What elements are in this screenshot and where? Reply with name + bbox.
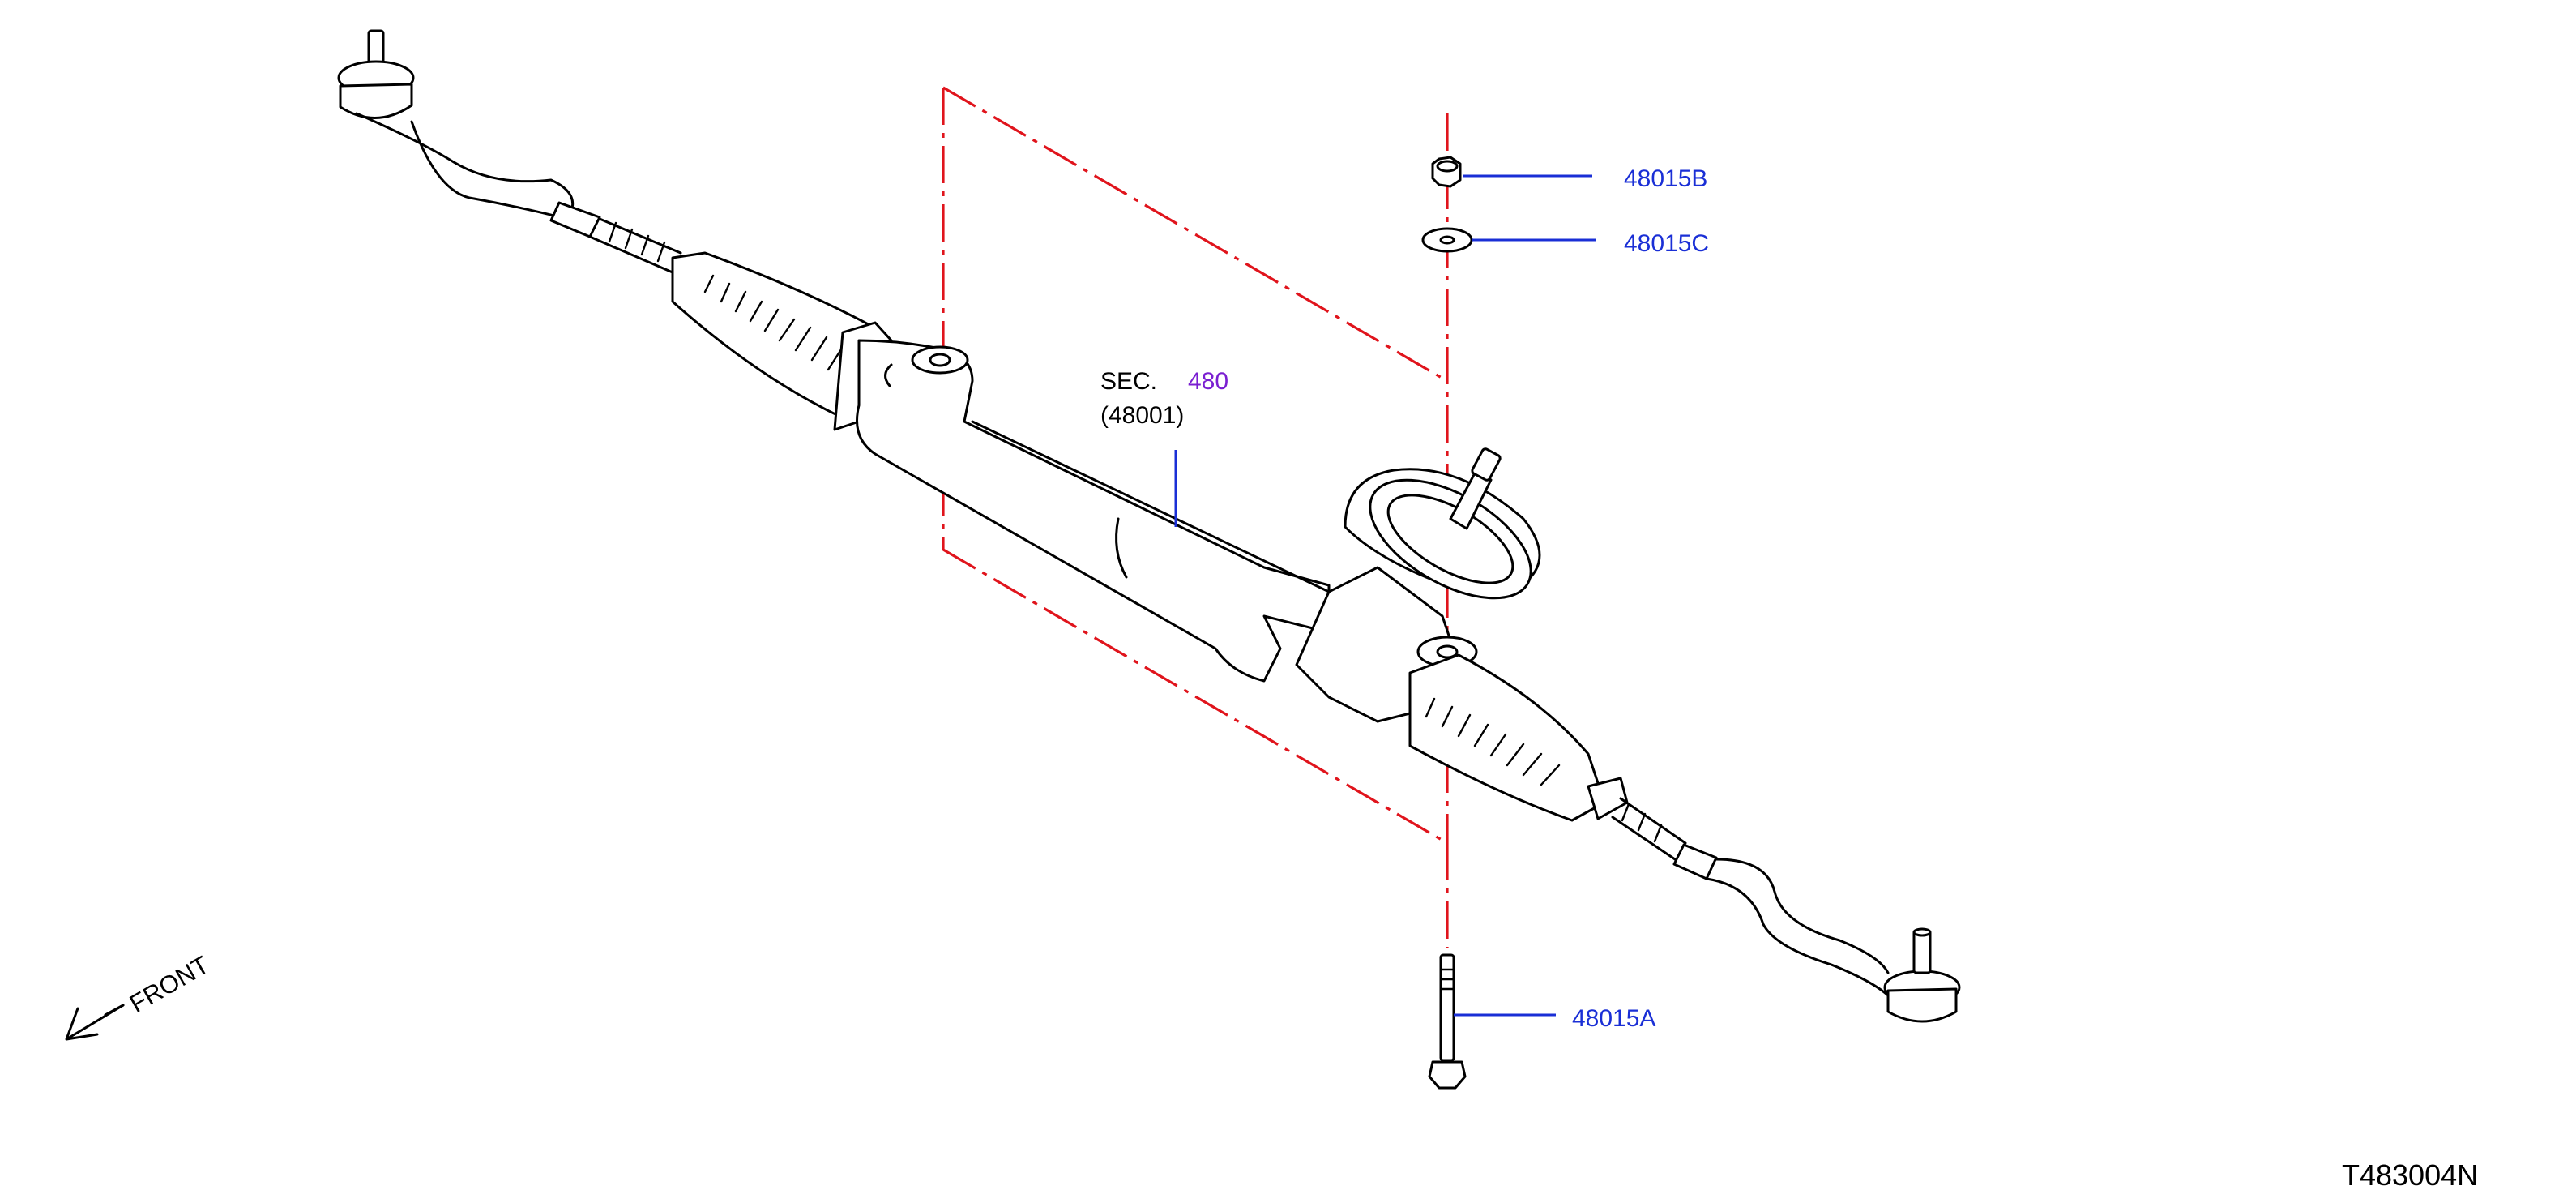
rack-housing: [856, 339, 1331, 683]
nut-48015b: [1431, 156, 1462, 188]
part-label-48015b[interactable]: 48015B: [1624, 165, 1707, 192]
section-prefix: SEC.: [1100, 368, 1157, 395]
part-label-48015a[interactable]: 48015A: [1572, 1005, 1655, 1032]
left-tie-rod-end: [337, 29, 682, 274]
bolt-48015a: [1428, 953, 1467, 1090]
front-direction-arrow: FRONT: [65, 950, 214, 1041]
part-label-48015c[interactable]: 48015C: [1624, 230, 1709, 257]
figure-code: T483004N: [2342, 1158, 2478, 1192]
section-subnumber: (48001): [1100, 402, 1184, 429]
section-number-link[interactable]: 480: [1188, 368, 1228, 395]
washer-48015c: [1421, 227, 1473, 253]
front-label: FRONT: [125, 950, 214, 1018]
leader-lines: [1174, 174, 1596, 1017]
right-tie-rod-end: [1611, 797, 1961, 1023]
steering-rack-assembly: [337, 29, 1961, 1023]
right-bellows-boot: [1408, 653, 1629, 822]
